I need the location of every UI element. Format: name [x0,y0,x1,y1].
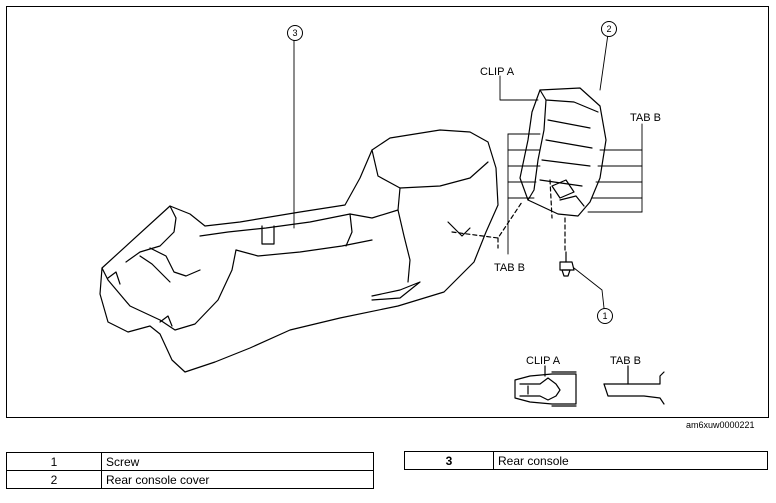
figure-code: am6xuw0000221 [686,420,755,430]
legend-name: Screw [101,452,374,471]
legend-number: 1 [6,452,102,471]
clip-a-detail [514,365,577,407]
callout-1: 1 [597,308,613,324]
leader-lines [293,33,643,309]
legend-table-right: 3 Rear console [404,451,768,470]
rear-console-cover-drawing [519,87,607,217]
diagram-frame [6,6,769,418]
legend-number: 3 [404,451,494,470]
tab-b-label-bottom: TAB B [494,262,525,274]
clip-a-label: CLIP A [480,66,515,78]
tab-b-detail-label: TAB B [610,355,641,367]
rear-console-drawing [99,129,499,373]
callout-3: 3 [287,25,303,41]
legend-name: Rear console [493,451,768,470]
tab-b-detail [603,365,665,405]
assembly-lines [451,179,553,249]
clip-a-detail-label: CLIP A [526,355,561,367]
legend-table-left: 1 Screw 2 Rear console cover [6,452,374,489]
legend-row: 3 Rear console [404,451,768,470]
legend-row: 2 Rear console cover [6,470,374,489]
callout-2: 2 [601,21,617,37]
legend-row: 1 Screw [6,452,374,471]
legend-name: Rear console cover [101,470,374,489]
tab-b-label-right: TAB B [630,112,661,124]
legend-number: 2 [6,470,102,489]
screw-drawing [559,217,575,277]
